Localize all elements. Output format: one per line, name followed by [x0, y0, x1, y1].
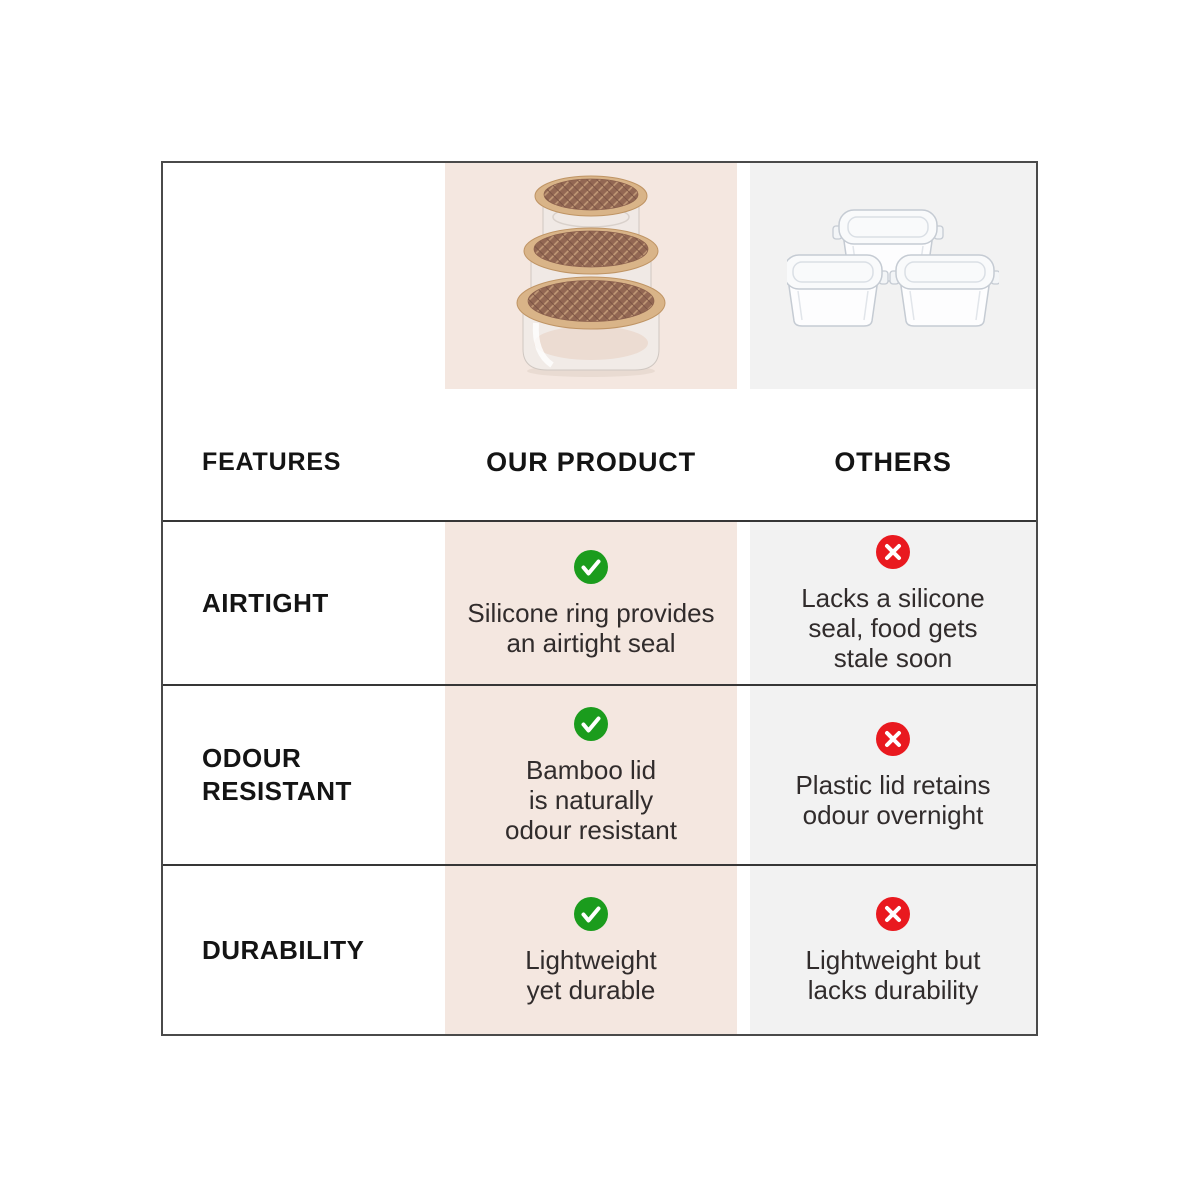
- our-product-header: OUR PRODUCT: [486, 447, 696, 477]
- check-icon: [574, 896, 608, 931]
- our-product-cell: Silicone ring provides an airtight seal: [445, 522, 737, 684]
- our-product-text: Bamboo lid is naturally odour resistant: [505, 754, 677, 845]
- others-image-cell: [750, 163, 1036, 389]
- feature-row-durability: DURABILITY Lightweight yet durable Light…: [163, 864, 1036, 1034]
- our-product-header-cell: OUR PRODUCT: [445, 447, 737, 478]
- our-product-image-cell: [445, 163, 737, 389]
- comparison-table: FEATURES OUR PRODUCT OTHERS AIRTIGHT Sil…: [161, 161, 1038, 1036]
- our-product-cell: Bamboo lid is naturally odour resistant: [445, 686, 737, 864]
- others-cell: Lacks a silicone seal, food gets stale s…: [750, 522, 1036, 684]
- others-image: [787, 209, 999, 327]
- column-gap: [737, 686, 750, 864]
- check-icon: [574, 706, 608, 741]
- cross-icon: [876, 721, 910, 756]
- our-product-text: Silicone ring provides an airtight seal: [467, 597, 715, 658]
- others-header: OTHERS: [834, 447, 952, 477]
- cross-icon: [876, 534, 910, 569]
- our-product-text: Lightweight yet durable: [525, 944, 657, 1005]
- feature-row-odour-resistant: ODOUR RESISTANT Bamboo lid is naturally …: [163, 684, 1036, 864]
- header-row: FEATURES OUR PRODUCT OTHERS: [163, 389, 1036, 520]
- cross-icon: [876, 896, 910, 931]
- others-text: Lightweight but lacks durability: [805, 944, 981, 1005]
- column-gap: [737, 866, 750, 1034]
- features-header: FEATURES: [202, 448, 342, 476]
- feature-row-airtight: AIRTIGHT Silicone ring provides an airti…: [163, 520, 1036, 684]
- image-row: [163, 163, 1036, 389]
- feature-label-cell: DURABILITY: [163, 866, 445, 1034]
- feature-label: ODOUR RESISTANT: [202, 743, 352, 806]
- feature-label: AIRTIGHT: [202, 587, 329, 618]
- feature-label: DURABILITY: [202, 934, 365, 965]
- features-header-cell: FEATURES: [163, 448, 445, 477]
- others-cell: Lightweight but lacks durability: [750, 866, 1036, 1034]
- check-icon: [574, 549, 608, 584]
- others-text: Plastic lid retains odour overnight: [795, 769, 991, 830]
- others-text: Lacks a silicone seal, food gets stale s…: [801, 582, 985, 673]
- others-cell: Plastic lid retains odour overnight: [750, 686, 1036, 864]
- our-product-cell: Lightweight yet durable: [445, 866, 737, 1034]
- column-gap: [737, 163, 750, 389]
- empty-corner-cell: [163, 163, 445, 389]
- column-gap: [737, 522, 750, 684]
- feature-label-cell: ODOUR RESISTANT: [163, 686, 445, 864]
- feature-label-cell: AIRTIGHT: [163, 522, 445, 684]
- our-product-image: [516, 175, 666, 377]
- others-header-cell: OTHERS: [750, 447, 1036, 478]
